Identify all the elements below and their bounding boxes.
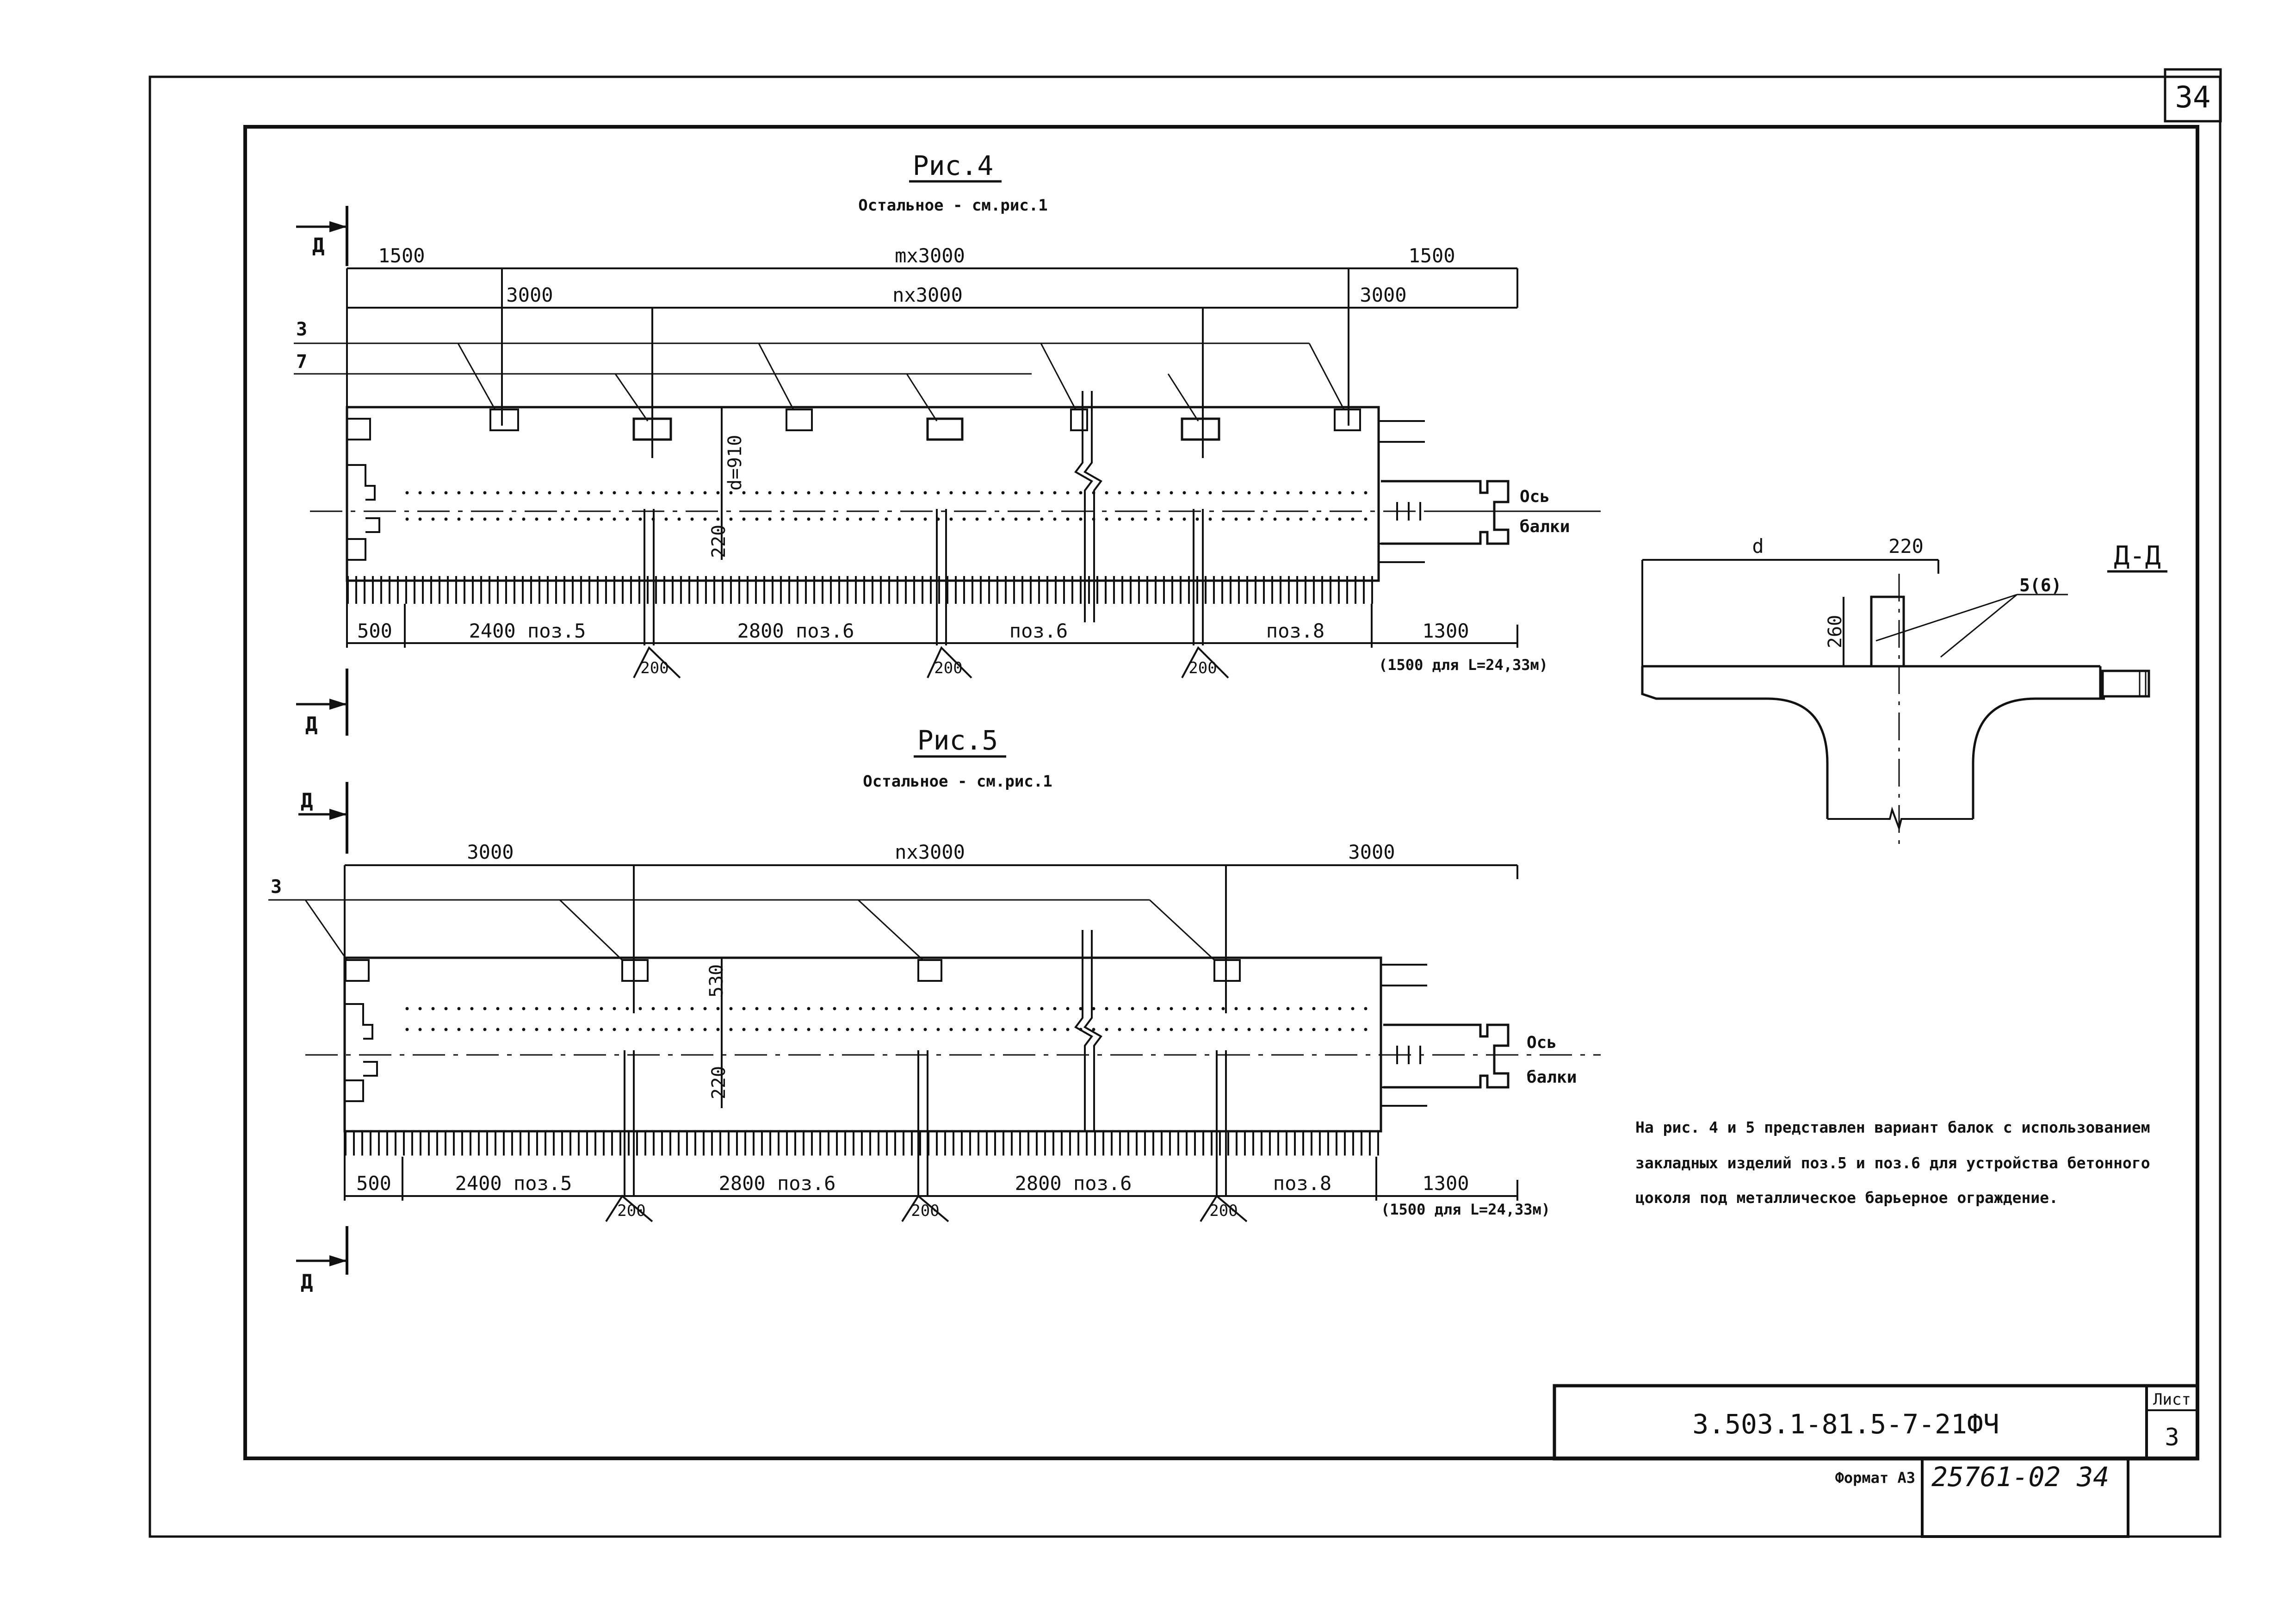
fig4-dim-top-mid: mx3000 xyxy=(895,244,965,267)
fig5-bottom-dim-2800b: 2800 поз.6 xyxy=(1015,1172,1132,1195)
note-line-2: закладных изделий поз.5 и поз.6 для устр… xyxy=(1635,1154,2150,1172)
fig4-note-1500: (1500 для L=24,33м) xyxy=(1379,656,1548,674)
fig4-support-3: 200 xyxy=(1188,659,1217,677)
fig5-top-dimensions xyxy=(344,864,1518,1013)
fig4-section-letter-top: Д xyxy=(312,234,325,257)
sheet-label: Лист xyxy=(2153,1390,2191,1409)
fig5-support-3: 200 xyxy=(1209,1202,1238,1220)
fig4-dim-d: d=910 xyxy=(724,435,746,490)
fig4-support-1: 200 xyxy=(640,659,668,677)
sheet-frame xyxy=(149,68,2222,1538)
fig5-bottom-dim-1300: 1300 xyxy=(1422,1172,1469,1195)
fig4-dim-second-mid: nx3000 xyxy=(892,284,963,306)
section-dim-260: 260 xyxy=(1825,615,1846,648)
fig4-leaders: 3 7 xyxy=(294,319,1345,421)
format-label: Формат А3 xyxy=(1835,1469,1915,1487)
fig4-supports xyxy=(633,646,1229,679)
fig5-pos-3: 3 xyxy=(271,876,282,898)
note-block: На рис. 4 и 5 представлен вариант балок … xyxy=(1635,1118,2150,1207)
fig4-axis-label-1: Ось xyxy=(1520,487,1550,506)
fig5-section-marker-bottom: Д xyxy=(296,1226,348,1294)
fig5-bottom-dimensions xyxy=(344,1131,1518,1201)
fig4-dim-second-right: 3000 xyxy=(1360,284,1406,306)
sheet-number: 3 xyxy=(2165,1424,2179,1451)
fig4-subtitle: Остальное - см.рис.1 xyxy=(858,196,1047,215)
fig4-bottom-dim-500: 500 xyxy=(357,620,392,642)
fig5-dim-top-right: 3000 xyxy=(1348,841,1395,863)
fig4-title: Рис.4 xyxy=(913,150,994,181)
fig4-support-2: 200 xyxy=(934,659,962,677)
fig5-bottom-dim-2800a: 2800 поз.6 xyxy=(719,1172,836,1195)
fig5-beam xyxy=(343,930,1510,1196)
fig4-dim-second-left: 3000 xyxy=(506,284,553,306)
fig5-note-1500: (1500 для L=24,33м) xyxy=(1381,1201,1550,1218)
fig4-dim-top-right: 1500 xyxy=(1408,244,1455,267)
fig5-section-letter-bottom: Д xyxy=(301,1270,313,1294)
corner-number: 34 xyxy=(2175,81,2210,115)
fig5-subtitle: Остальное - см.рис.1 xyxy=(863,772,1052,791)
fig5-bottom-dim-pos8: поз.8 xyxy=(1273,1172,1331,1195)
fig4-bottom-dim-2800: 2800 поз.6 xyxy=(737,620,854,642)
section-d-d: Д-Д d 220 260 5(6) xyxy=(1641,535,2167,847)
fig5-support-1: 200 xyxy=(617,1202,645,1220)
fig4-bottom-dim-pos6: поз.6 xyxy=(1009,620,1068,642)
fig4-axis-label-2: балки xyxy=(1520,517,1570,536)
fig5-supports xyxy=(605,1194,1248,1222)
archive-number: 25761-02 34 xyxy=(1931,1461,2109,1493)
fig4-section-letter-bottom: Д xyxy=(305,713,318,736)
fig5-axis-label-1: Ось xyxy=(1527,1033,1557,1052)
fig4-dim-220: 220 xyxy=(708,525,730,558)
note-line-1: На рис. 4 и 5 представлен вариант балок … xyxy=(1635,1118,2150,1136)
fig4-top-dimensions xyxy=(346,267,1518,458)
fig4-beam xyxy=(346,391,1510,645)
section-profile xyxy=(1641,665,2105,819)
fig5-axis-label-2: балки xyxy=(1527,1068,1577,1087)
fig5-dim-530: 530 xyxy=(706,964,727,998)
fig4-bottom-dim-1300: 1300 xyxy=(1422,620,1469,642)
fig5-dim-top-mid: nx3000 xyxy=(895,841,965,863)
fig5-section-letter-top: Д xyxy=(301,789,313,812)
fig4-pos-7: 7 xyxy=(296,351,307,372)
designation: 3.503.1-81.5-7-21ФЧ xyxy=(1692,1408,1999,1440)
fig5-section-marker-top: Д xyxy=(298,782,348,854)
fig4-bottom-dim-2400: 2400 поз.5 xyxy=(469,620,586,642)
note-line-3: цоколя под металлическое барьерное ограж… xyxy=(1635,1189,2058,1207)
section-dim-d: d xyxy=(1752,535,1764,558)
fig5-leaders: 3 xyxy=(268,876,1215,961)
fig5-dim-top-left: 3000 xyxy=(467,841,514,863)
fig5-bottom-dim-500: 500 xyxy=(356,1172,391,1195)
section-dim-220: 220 xyxy=(1888,535,1924,558)
fig4-section-marker-top: Д xyxy=(296,206,348,266)
fig4-pos-3: 3 xyxy=(296,319,307,340)
figure-5: Рис.5 Остальное - см.рис.1 Д Д 3000 nx30… xyxy=(268,725,1601,1294)
fig4-section-marker-bottom: Д xyxy=(296,669,348,736)
fig5-dim-220: 220 xyxy=(708,1066,730,1099)
fig4-bottom-dimensions xyxy=(346,581,1518,648)
fig4-bottom-dim-pos8: поз.8 xyxy=(1266,620,1324,642)
fig5-support-2: 200 xyxy=(911,1202,939,1220)
fig5-title: Рис.5 xyxy=(917,725,998,756)
fig4-dim-top-left: 1500 xyxy=(378,244,425,267)
fig5-bottom-dim-2400: 2400 поз.5 xyxy=(455,1172,572,1195)
section-title: Д-Д xyxy=(2114,541,2160,571)
section-pos-label: 5(6) xyxy=(2019,575,2062,595)
figure-4: Рис.4 Остальное - см.рис.1 Д Д 1500 xyxy=(294,150,1601,736)
